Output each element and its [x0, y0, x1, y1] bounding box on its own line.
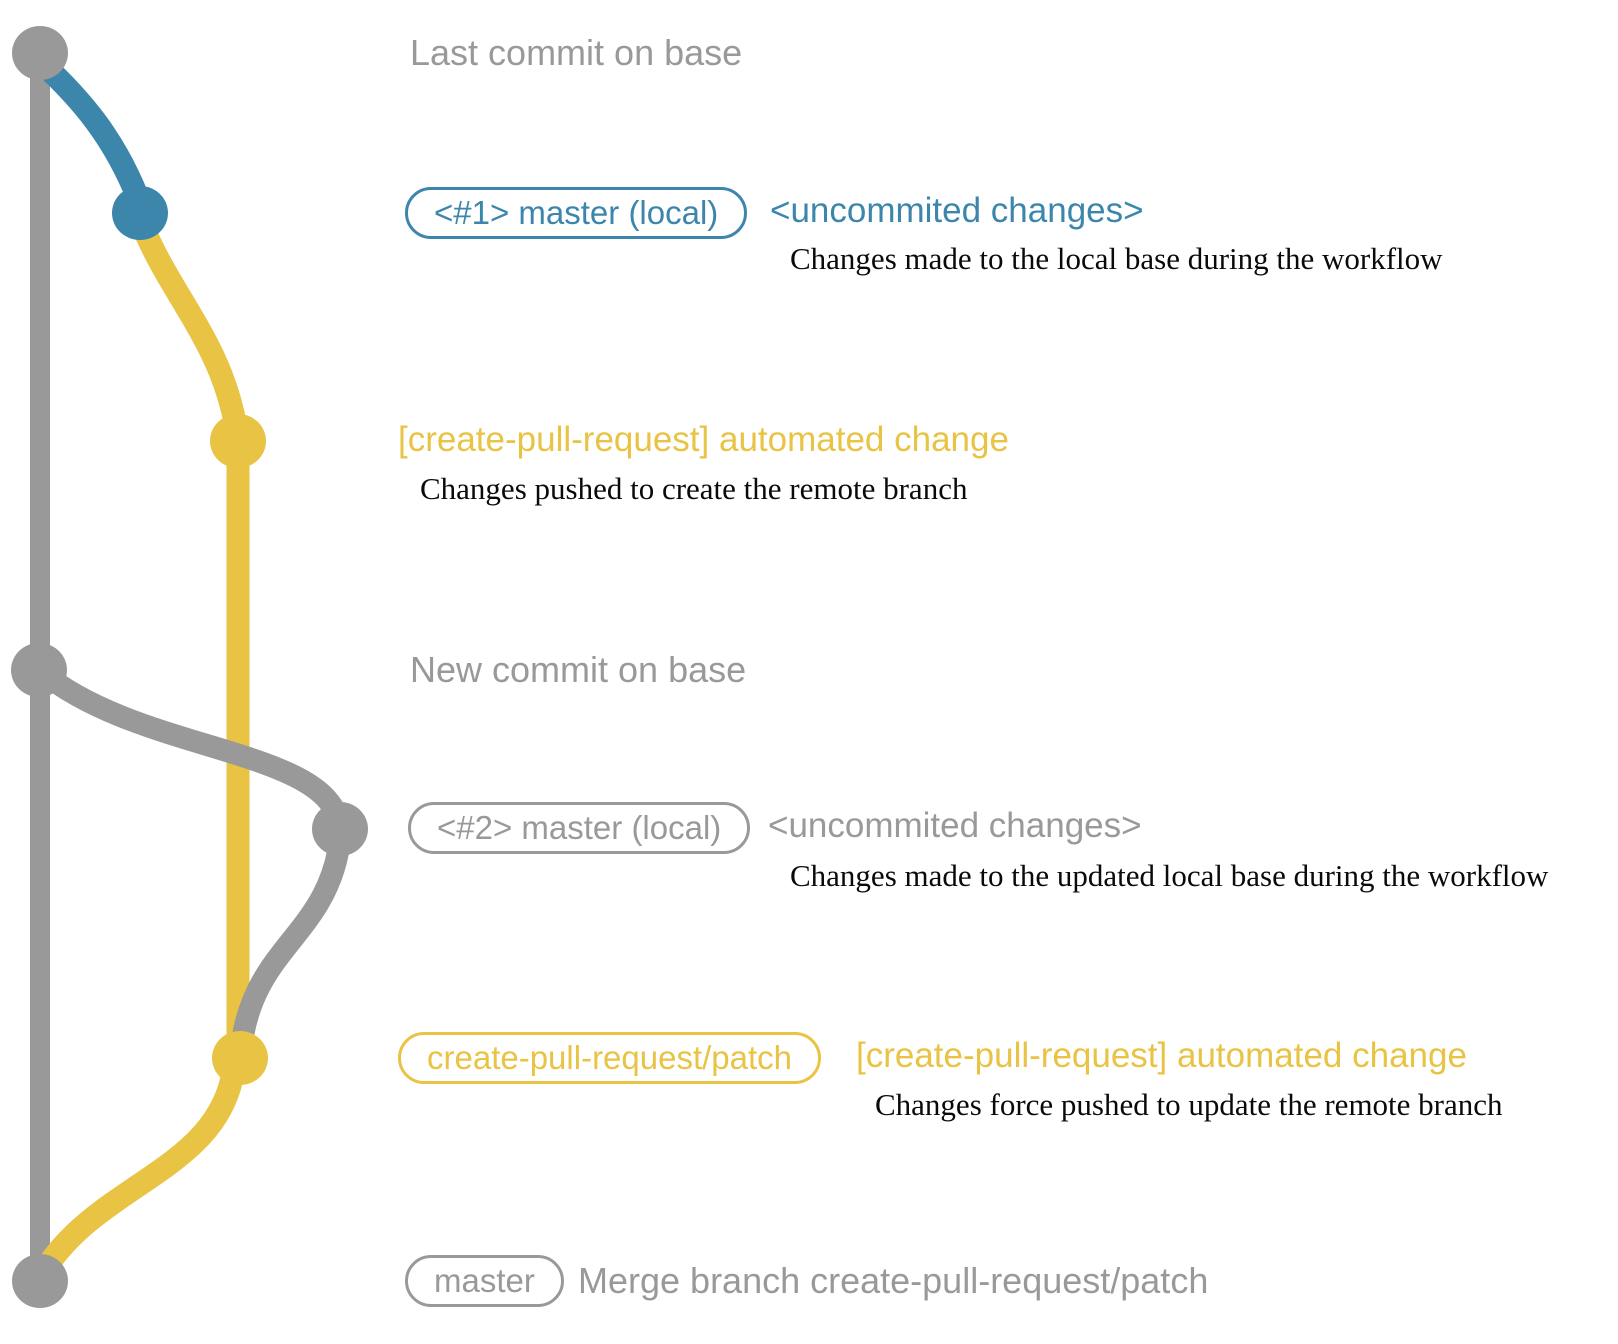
updated-local-edge-bottom: [231, 841, 349, 1053]
local-branch-edge: [29, 50, 150, 210]
commit-node-master-local-1: [112, 186, 168, 240]
commit-node-master-local-2: [312, 802, 368, 856]
updated-local-edge-top: [31, 661, 350, 833]
annotation-merge-branch: Merge branch create-pull-request/patch: [578, 1260, 1209, 1301]
branch-tag-create-pull-request-patch: create-pull-request/patch: [398, 1032, 822, 1084]
branch-tag-master-local-1: <#1> master (local): [405, 187, 748, 239]
branch-tag-master-local-2: <#2> master (local): [408, 802, 751, 854]
commit-node-automated-change-1: [210, 414, 266, 468]
annotation-automated-change-2: [create-pull-request] automated change: [856, 1036, 1467, 1075]
remote-branch-edge: [129, 210, 250, 1064]
commit-node-merge: [12, 1254, 68, 1308]
branch-tag-master: master: [405, 1255, 564, 1307]
annotation-uncommited-changes-1: <uncommited changes>: [770, 191, 1144, 230]
detail-local-base-changes: Changes made to the local base during th…: [790, 241, 1443, 276]
annotation-uncommited-changes-2: <uncommited changes>: [768, 806, 1142, 845]
annotation-automated-change-1: [create-pull-request] automated change: [398, 420, 1009, 459]
label-new-commit-on-base: New commit on base: [410, 649, 747, 690]
detail-changes-force-pushed: Changes force pushed to update the remot…: [875, 1087, 1503, 1122]
merge-edge: [34, 1066, 244, 1280]
label-last-commit-on-base: Last commit on base: [410, 32, 743, 73]
detail-updated-local-base-changes: Changes made to the updated local base d…: [790, 858, 1549, 893]
commit-node-automated-change-2: [212, 1031, 268, 1085]
detail-changes-pushed: Changes pushed to create the remote bran…: [420, 471, 968, 506]
commit-node-new-base: [11, 643, 67, 697]
commit-node-last-base: [12, 26, 68, 80]
